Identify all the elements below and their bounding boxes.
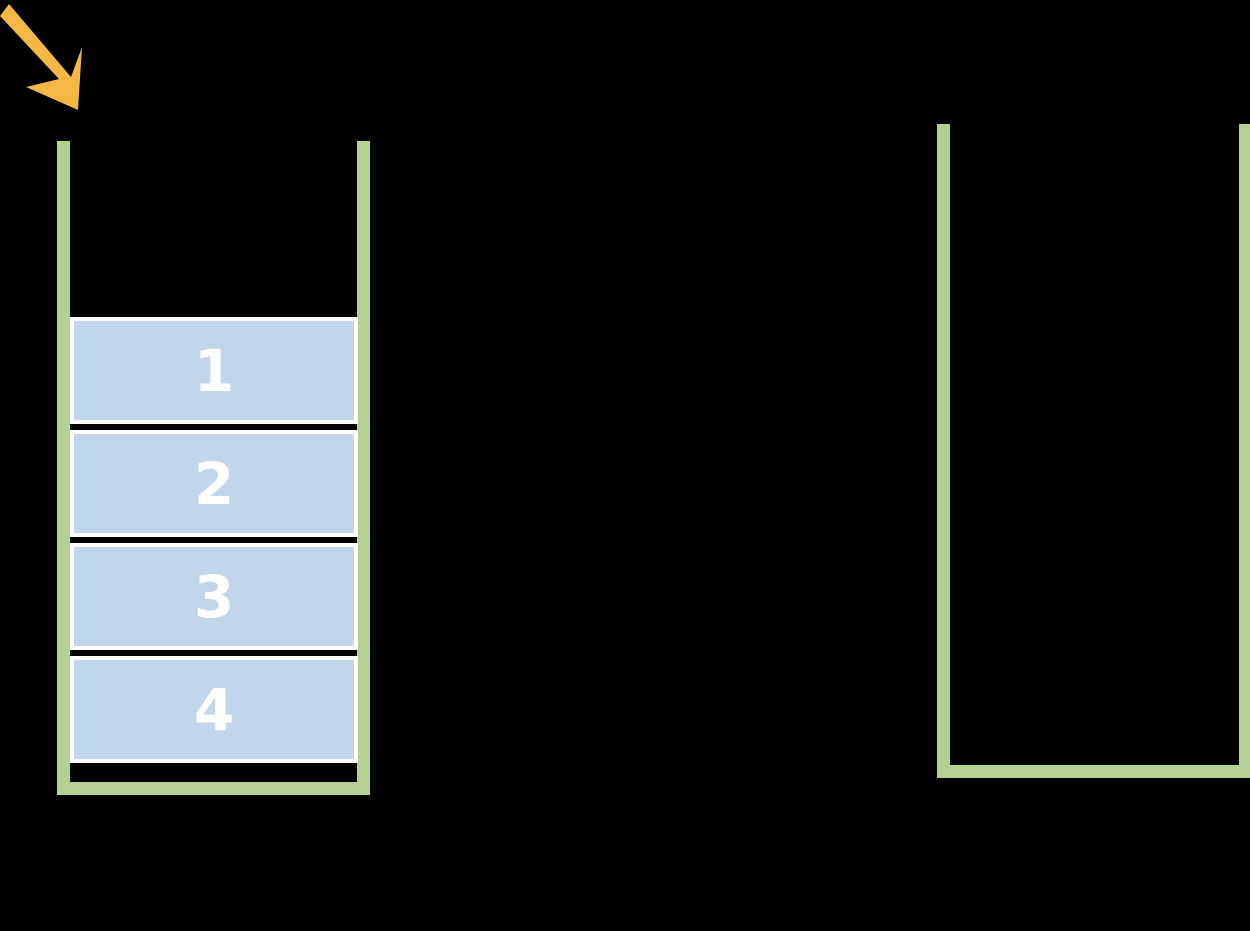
block-label: 3	[193, 562, 235, 631]
block-item[interactable]: 3	[70, 543, 358, 650]
insert-arrow-icon	[0, 4, 82, 110]
source-container-left-wall	[57, 141, 70, 795]
block-item[interactable]: 2	[70, 430, 358, 537]
block-label: 4	[193, 675, 235, 744]
destination-container-floor	[937, 765, 1250, 778]
block-item[interactable]: 1	[70, 317, 358, 424]
source-container-floor	[57, 782, 370, 795]
block-label: 2	[193, 449, 235, 518]
destination-container-left-wall	[937, 124, 950, 778]
block-label: 1	[193, 336, 235, 405]
source-container-right-wall	[357, 141, 370, 795]
block-item[interactable]: 4	[70, 656, 358, 763]
block-stack: 1 2 3 4	[70, 317, 358, 763]
destination-container-right-wall	[1239, 124, 1250, 778]
